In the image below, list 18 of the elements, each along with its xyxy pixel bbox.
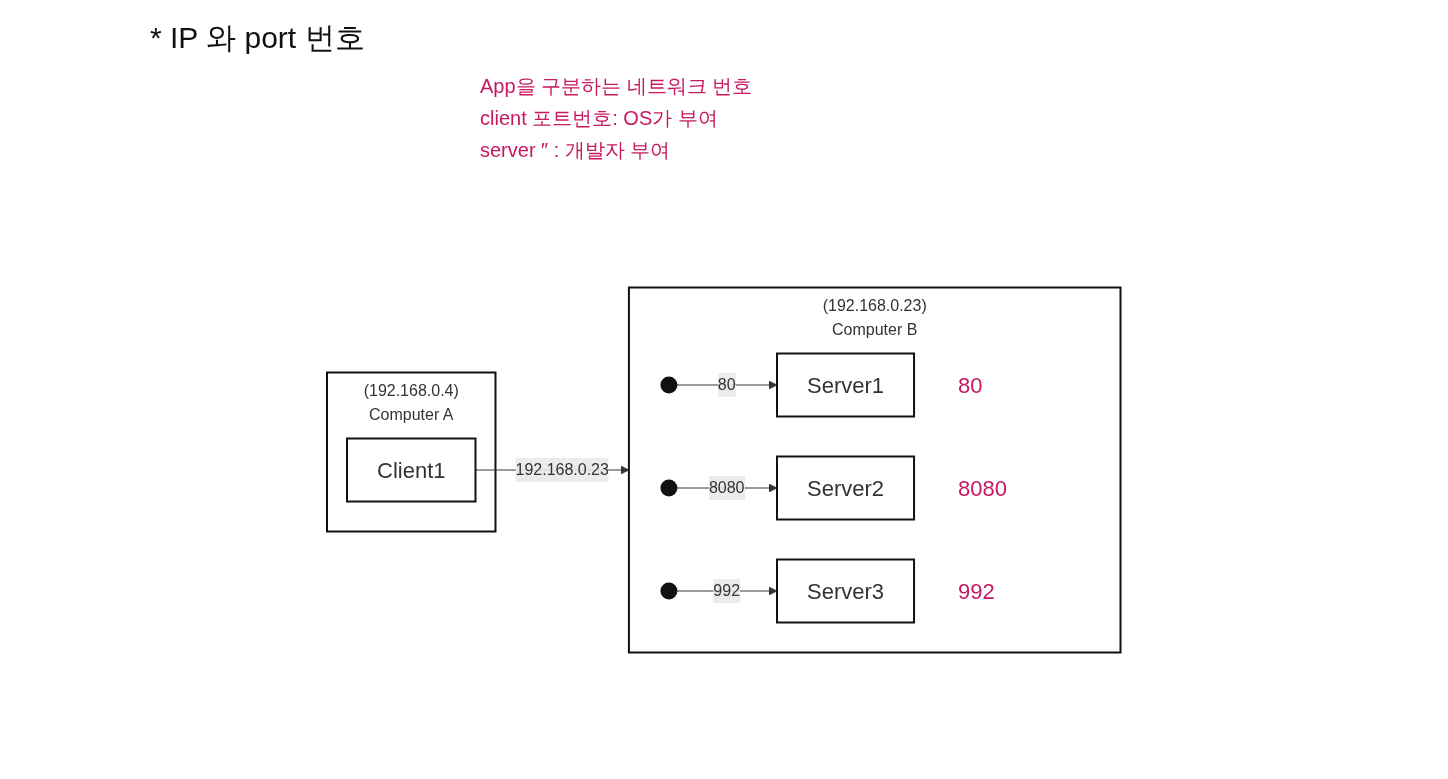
- edge-label: 992: [713, 582, 741, 599]
- note-text: App을 구분하는 네트워크 번호: [480, 74, 753, 99]
- node-box: Server2: [776, 455, 916, 521]
- title: * IP 와 port 번호: [150, 20, 365, 56]
- note-text: client 포트번호: OS가 부여: [480, 106, 719, 131]
- arrow: [676, 380, 778, 390]
- node-label: 80: [958, 372, 983, 398]
- node-label: (192.168.0.23): [822, 296, 927, 314]
- node-box: Client1: [346, 437, 477, 503]
- edge-label: 8080: [709, 479, 745, 496]
- node-label: 8080: [958, 475, 1008, 501]
- note-text: server ″ : 개발자 부여: [480, 138, 672, 163]
- edge-label: 80: [718, 376, 736, 393]
- node-label: 992: [958, 578, 996, 604]
- node-box: Server1: [776, 352, 916, 418]
- node-box: Server3: [776, 558, 916, 624]
- edge-label: 192.168.0.23: [515, 461, 610, 478]
- node-label: (192.168.0.4): [363, 381, 460, 399]
